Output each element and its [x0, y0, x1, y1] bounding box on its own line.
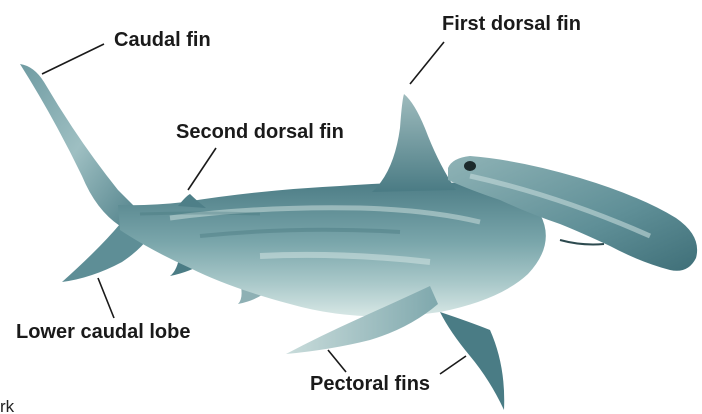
label-first-dorsal-fin: First dorsal fin: [442, 14, 581, 34]
label-pectoral-fins: Pectoral fins: [310, 374, 430, 394]
leader-line-first-dorsal-fin: [410, 42, 444, 84]
leader-line-second-dorsal-fin: [188, 148, 216, 190]
leader-line-pectoral-fin-left: [328, 350, 346, 372]
first-dorsal-fin-shape: [372, 94, 456, 192]
eye-icon: [464, 161, 476, 171]
leader-line-caudal-fin: [42, 44, 104, 74]
caudal-fin-shape: [20, 64, 140, 226]
leader-line-pectoral-fin-right: [440, 356, 466, 374]
leader-line-lower-caudal-lobe: [98, 278, 114, 318]
label-lower-caudal-lobe: Lower caudal lobe: [16, 322, 190, 342]
caption-fragment: rk: [0, 398, 14, 414]
label-second-dorsal-fin: Second dorsal fin: [176, 122, 344, 142]
label-caudal-fin: Caudal fin: [114, 30, 211, 50]
right-pectoral-fin-shape: [440, 312, 504, 410]
